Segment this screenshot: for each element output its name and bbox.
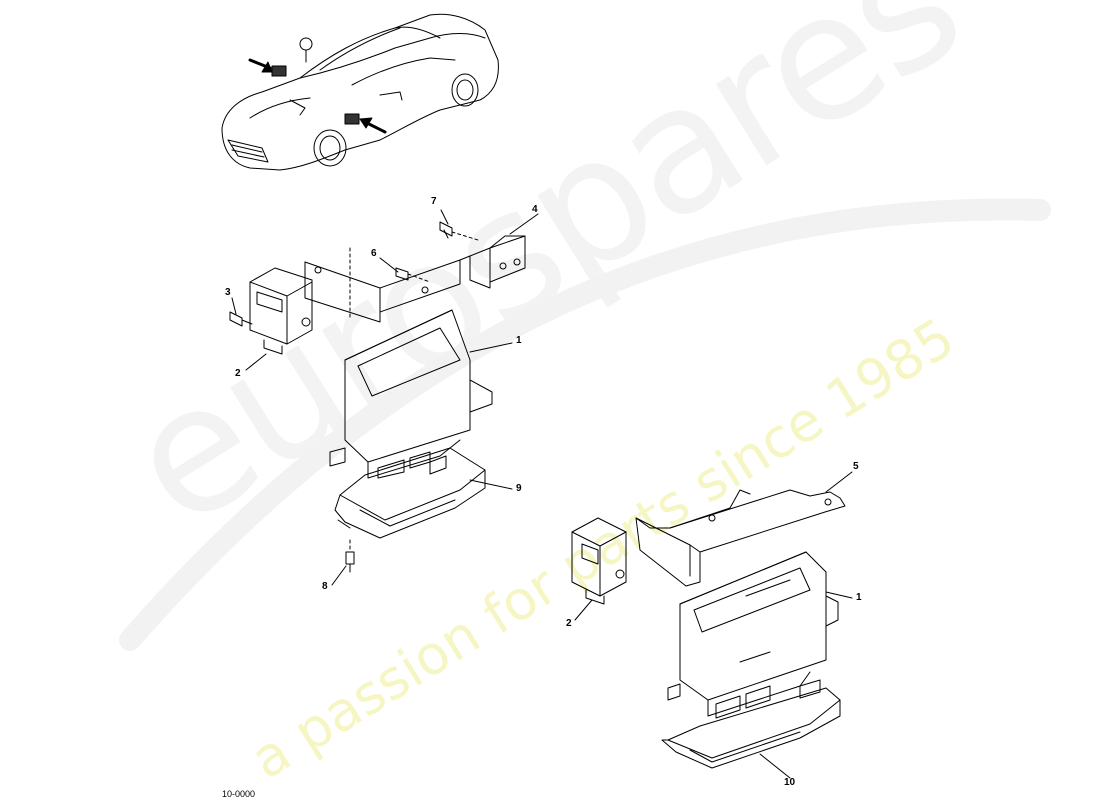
tray-9 (334, 447, 486, 539)
screw-8 (345, 539, 355, 573)
location-arrow-lower-head (359, 117, 373, 129)
leader-lines (231, 209, 853, 779)
callout-5: 5 (853, 461, 859, 472)
callout-3: 3 (225, 287, 231, 298)
watermark-swoosh (119, 198, 1051, 651)
callout-2-lower: 2 (566, 618, 572, 629)
callout-1-lower: 1 (856, 592, 862, 603)
callout-10: 10 (784, 777, 796, 788)
callout-2-upper: 2 (235, 368, 241, 379)
tray-10 (661, 679, 841, 769)
bracket-5 (635, 489, 846, 587)
screw-3 (229, 311, 253, 327)
location-arrow-upper-head (261, 61, 273, 73)
ecu-1-lower (667, 551, 839, 719)
callout-1-upper: 1 (516, 335, 522, 346)
callout-8: 8 (322, 581, 328, 592)
control-module-2-upper (249, 267, 313, 355)
callout-4: 4 (532, 204, 538, 215)
callout-6: 6 (371, 248, 377, 259)
control-module-2-lower (571, 517, 627, 605)
callout-9: 9 (516, 483, 522, 494)
car-illustration (221, 13, 499, 171)
diagram-code: 10-0000 (222, 789, 256, 799)
screw-7 (439, 221, 479, 241)
screw-6 (395, 267, 431, 283)
bracket-4 (304, 235, 526, 323)
callout-7: 7 (431, 196, 437, 207)
